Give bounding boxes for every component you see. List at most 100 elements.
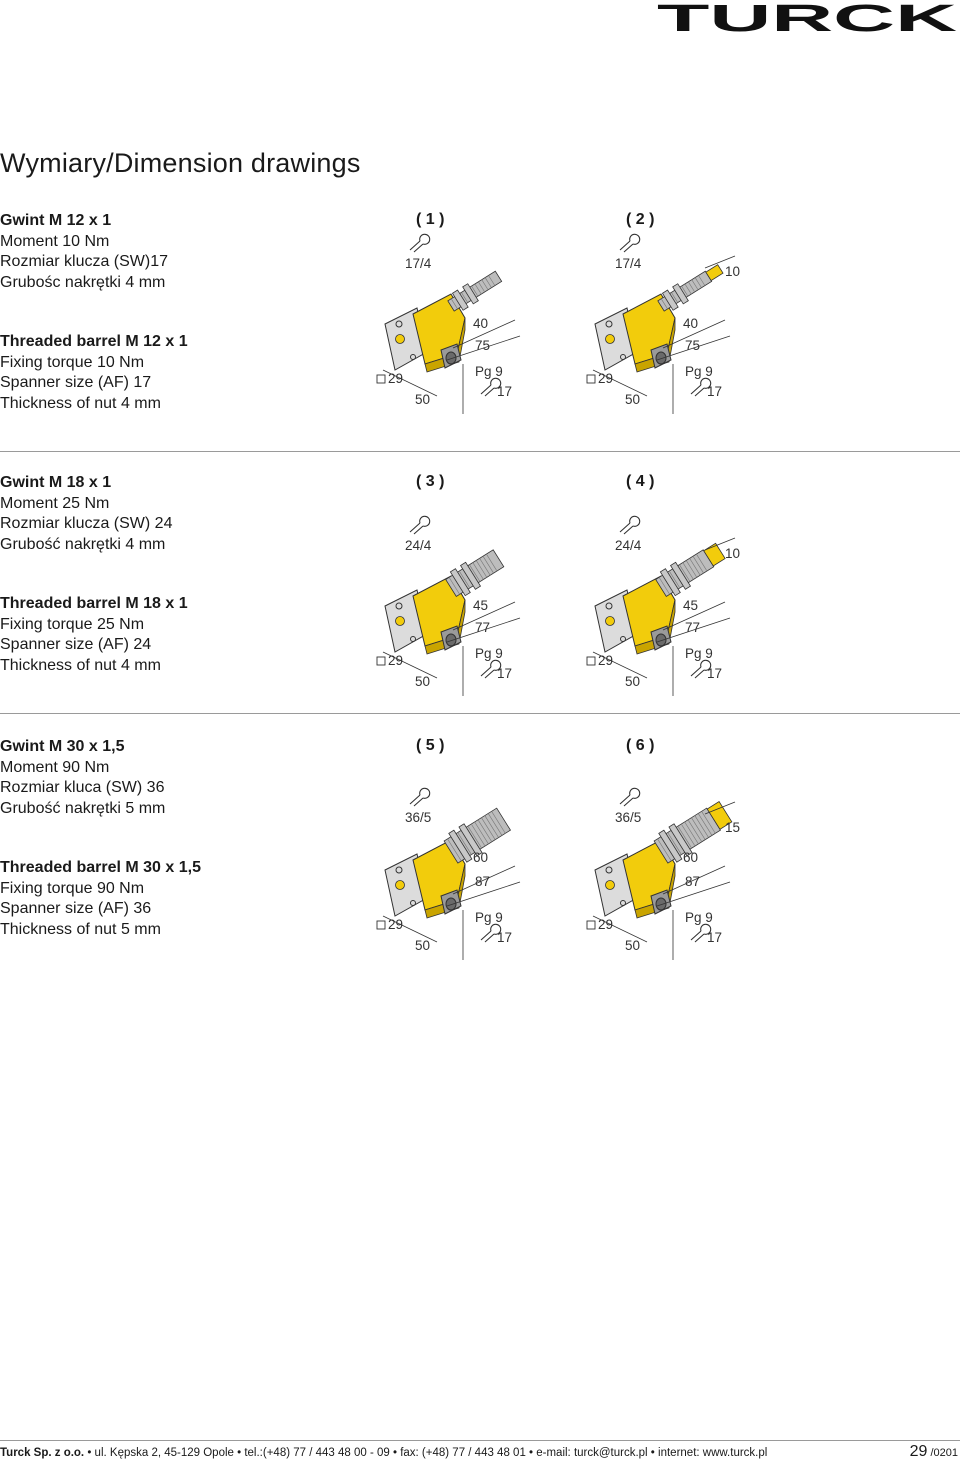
dimension-line [452, 319, 516, 349]
wrench-icon [619, 233, 641, 253]
thread-line [688, 281, 695, 293]
dimension-label: 40 [683, 316, 698, 331]
square-symbol [586, 374, 596, 384]
led-indicator [605, 880, 615, 890]
threaded-barrel [657, 264, 724, 312]
thread-label: Pg 9 [475, 910, 503, 925]
wrench-size-label: 17 [497, 384, 512, 399]
square-symbol [376, 656, 386, 666]
screw-hole [395, 602, 403, 610]
screw-hole [395, 866, 403, 874]
spec-nut-pl: Grubość nakrętki 5 mm [0, 799, 166, 817]
spec-thread-en: Threaded barrel M 12 x 1 [0, 333, 188, 350]
wrench-size-label: 17 [497, 666, 512, 681]
thread-line [474, 821, 489, 845]
dimension-line [382, 651, 438, 679]
dimension-line [662, 319, 726, 349]
dimension-line [656, 617, 731, 643]
screw-hole [410, 900, 416, 906]
spec-torque-pl: Moment 90 Nm [0, 758, 110, 776]
dimension-line [704, 255, 736, 269]
spec-thread-en: Threaded barrel M 18 x 1 [0, 595, 188, 612]
wrench-icon [480, 659, 502, 679]
thread-line [669, 570, 681, 589]
sensor-body [594, 575, 676, 655]
threaded-barrel [443, 807, 512, 864]
spec-thread-en: Threaded barrel M 30 x 1,5 [0, 859, 201, 876]
thread-line [450, 298, 458, 310]
spec-torque-en: Fixing torque 90 Nm [0, 879, 145, 897]
footer-company: Turck Sp. z o.o. [0, 1447, 85, 1459]
turck-logo-text: TURCK [657, 2, 958, 34]
thread-label: Pg 9 [685, 910, 713, 925]
wrench-icon [480, 923, 502, 943]
thread-line [448, 577, 460, 595]
wrench-size-label: 17 [707, 930, 722, 945]
figure-label: ( 4 ) [626, 473, 655, 490]
spanner-size-label: 24/4 [615, 538, 642, 553]
dimension-line [662, 601, 726, 631]
led-indicator [395, 880, 405, 890]
wrench-icon [690, 377, 712, 397]
thread-line [477, 819, 493, 842]
screw-hole [605, 866, 613, 874]
spec-nut-pl: Grubość nakrętki 4 mm [0, 535, 166, 553]
lock-nut [659, 568, 681, 597]
screw-hole [620, 900, 626, 906]
thread-line [681, 285, 689, 297]
thread-line [447, 838, 462, 862]
dimension-label: 10 [725, 546, 740, 561]
spec-thread-pl: Gwint M 18 x 1 [0, 474, 112, 491]
sensing-face [703, 542, 726, 567]
led-indicator [395, 616, 405, 626]
thread-label: Pg 9 [685, 364, 713, 379]
footer-contact: • ul. Kępska 2, 45-129 Opole • tel.:(+48… [84, 1447, 768, 1459]
wrench-icon [690, 659, 712, 679]
thread-line [470, 823, 486, 847]
footer-divider [0, 1440, 960, 1441]
spec-spanner-en: Spanner size (AF) 36 [0, 900, 152, 917]
thread-line [692, 556, 704, 574]
spec-spanner-pl: Rozmiar klucza (SW) 24 [0, 515, 173, 532]
spec-spanner-pl: Rozmiar klucza (SW)17 [0, 253, 169, 270]
thread-line [694, 277, 702, 288]
spanner-size-label: 24/4 [405, 538, 432, 553]
sensing-face [706, 800, 733, 830]
dimension-label: 45 [683, 598, 698, 613]
dimension-line [382, 369, 438, 397]
dimension-line [452, 601, 516, 631]
screw-hole [410, 354, 416, 360]
dimension-line [446, 335, 521, 361]
thread-line [472, 562, 484, 580]
lock-nut [661, 289, 679, 311]
screw-hole [620, 636, 626, 642]
spec-thread-pl: Gwint M 12 x 1 [0, 212, 112, 229]
figure-label: ( 6 ) [626, 737, 655, 754]
led-indicator [605, 616, 615, 626]
spec-spanner-pl: Rozmiar kluca (SW) 36 [0, 779, 165, 796]
thread-line [687, 819, 703, 842]
wrench-icon [619, 787, 641, 807]
spec-torque-en: Fixing torque 25 Nm [0, 615, 145, 633]
dimension-label: 50 [415, 392, 430, 407]
thread-line [471, 285, 479, 297]
dimension-line [656, 881, 731, 907]
thread-line [658, 577, 670, 595]
thread-line [684, 283, 692, 295]
thread-label: Pg 9 [475, 646, 503, 661]
thread-line [667, 832, 682, 855]
dimension-label: 77 [475, 620, 490, 635]
dimension-label: 15 [725, 820, 740, 835]
spanner-size-label: 36/5 [405, 810, 431, 825]
sensing-face [705, 264, 724, 282]
thread-line [481, 279, 489, 291]
dimension-line [452, 865, 516, 895]
dimension-line [592, 651, 648, 679]
lock-nut [448, 829, 473, 863]
thread-line [457, 832, 472, 855]
dimension-line [382, 915, 438, 943]
threaded-barrel [653, 800, 733, 864]
spec-block-pl: Gwint M 18 x 1 Moment 25 Nm Rozmiar kluc… [0, 473, 330, 555]
thread-line [461, 292, 469, 303]
